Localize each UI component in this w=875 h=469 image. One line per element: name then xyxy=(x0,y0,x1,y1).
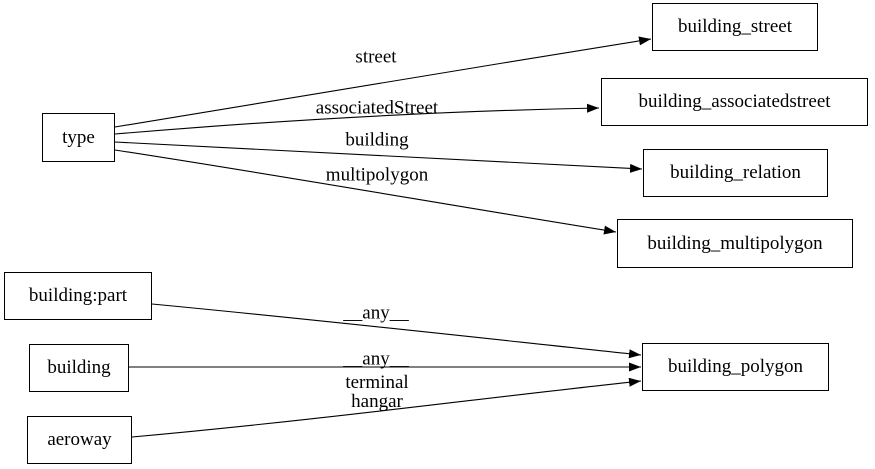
edge-label-any-buildingpart: __any__ xyxy=(343,302,409,324)
node-building-associatedstreet: building_associatedstreet xyxy=(601,78,868,126)
edge-type-building_relation xyxy=(114,141,643,173)
node-building-polygon: building_polygon xyxy=(642,343,829,391)
node-building-multipolygon-label: building_multipolygon xyxy=(647,232,823,254)
node-aeroway: aeroway xyxy=(27,416,132,464)
node-building-relation-label: building_relation xyxy=(670,162,801,183)
node-building-street: building_street xyxy=(652,3,818,51)
edge-buildingpart-building_polygon xyxy=(151,303,642,359)
edge-label-associatedstreet: associatedStreet xyxy=(315,97,439,119)
node-building-polygon-label: building_polygon xyxy=(667,356,804,377)
node-type: type xyxy=(42,113,115,162)
node-building-relation: building_relation xyxy=(643,149,828,197)
edge-type-building_street xyxy=(114,36,652,128)
edge-aeroway-building_polygon xyxy=(131,377,642,438)
node-building-part: building:part xyxy=(4,272,152,320)
node-building-label: building xyxy=(47,357,111,378)
edge-type-building_multipolygon xyxy=(114,149,617,235)
edge-type-building_associatedstreet xyxy=(114,103,600,135)
node-building-street-label: building_street xyxy=(678,16,792,37)
node-building-part-label: building:part xyxy=(28,285,128,306)
node-building-multipolygon: building_multipolygon xyxy=(617,219,853,268)
node-aeroway-label: aeroway xyxy=(47,429,112,450)
edge-label-terminal: terminal xyxy=(345,372,409,393)
edge-label-multipolygon: multipolygon xyxy=(325,164,429,186)
node-building: building xyxy=(29,344,129,392)
edge-label-street: street xyxy=(355,46,397,68)
edge-label-building: building xyxy=(345,129,409,151)
edge-label-hangar: hangar xyxy=(351,391,403,412)
edge-label-any-building: __any__ xyxy=(343,348,409,370)
node-type-label: type xyxy=(62,126,95,148)
edge-label-terminal-hangar: terminal hangar xyxy=(345,373,408,411)
node-building-associatedstreet-label: building_associatedstreet xyxy=(638,91,831,112)
